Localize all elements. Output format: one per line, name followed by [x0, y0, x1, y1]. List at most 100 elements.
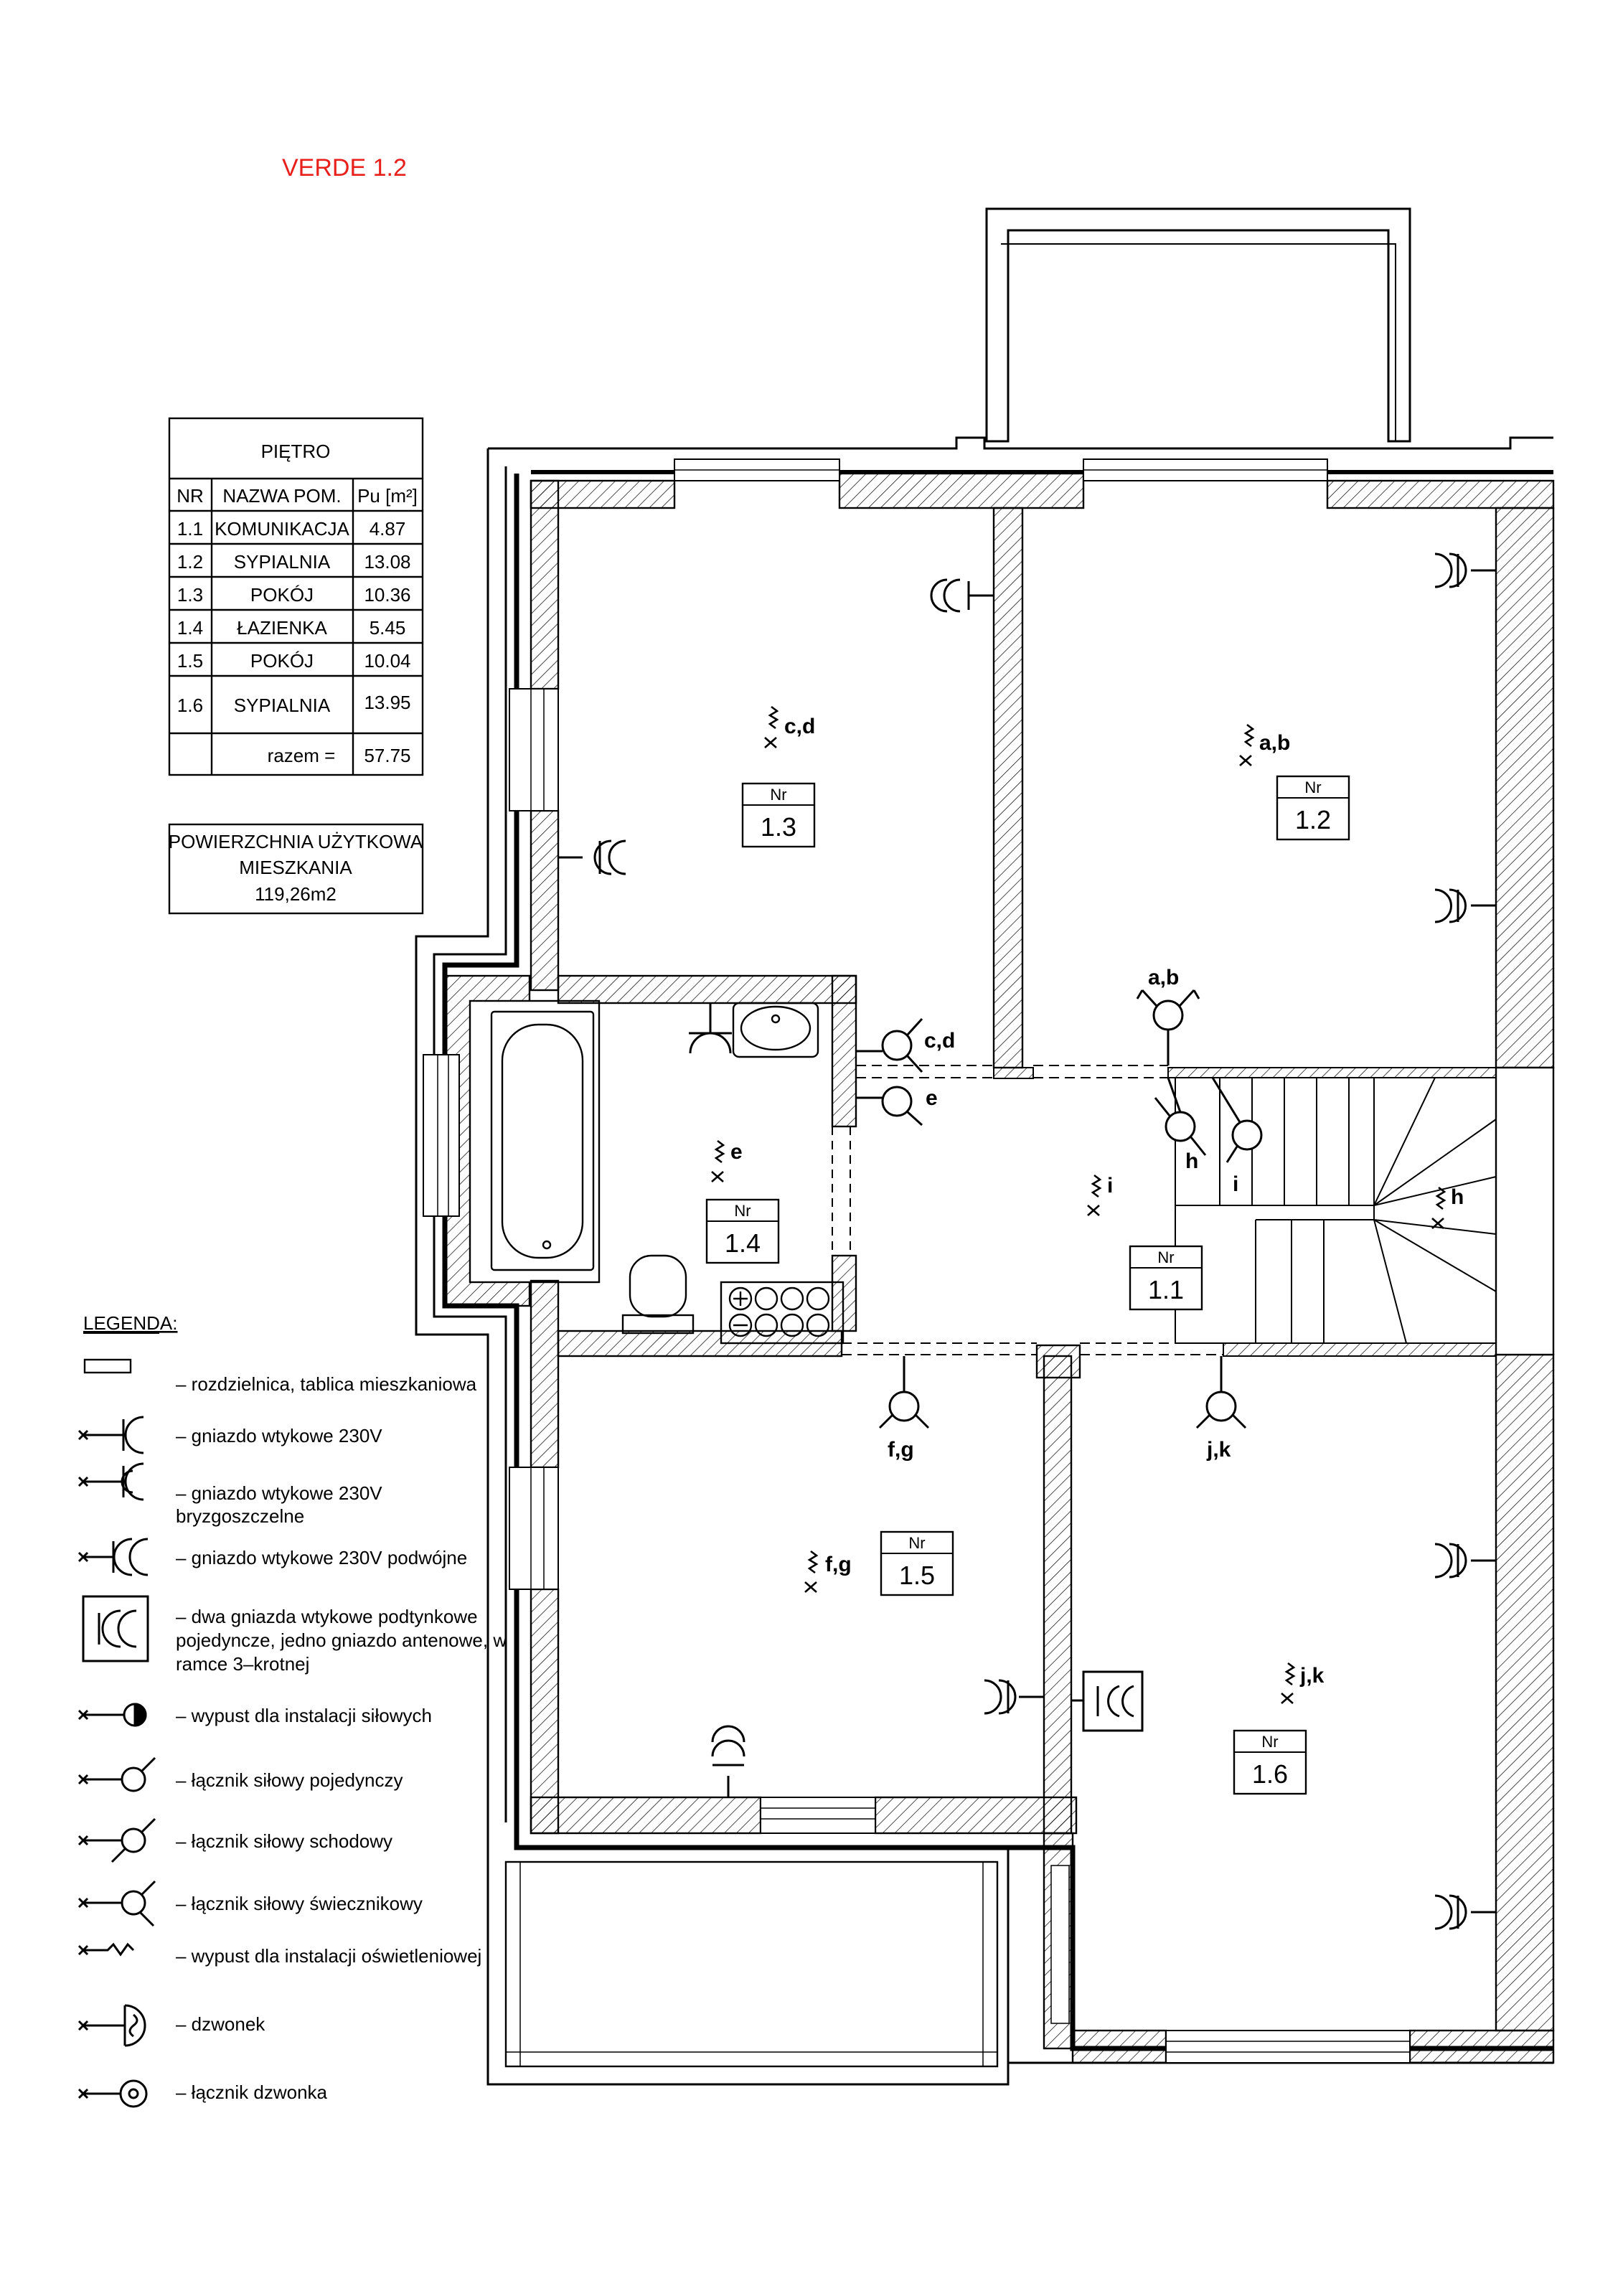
- double-socket-icon: [1434, 888, 1496, 923]
- table-total-label: razem =: [268, 745, 336, 766]
- legend-item-label: bryzgoszczelne: [176, 1505, 304, 1527]
- circuit-label: c,d: [924, 1029, 955, 1053]
- lighting-outlet-icon: [1281, 1662, 1296, 1704]
- double-socket-icon: [77, 1538, 149, 1576]
- room-tag-1.3: Nr 1.3: [741, 782, 816, 848]
- bathtub: [490, 1010, 595, 1271]
- distribution-board-icon: [83, 1358, 132, 1374]
- room-tag-number: 1.6: [1252, 1759, 1288, 1789]
- socket-frame-icon: [1071, 1670, 1144, 1732]
- lighting-outlet-icon: [1239, 723, 1255, 766]
- table-cell-name: POKÓJ: [250, 584, 314, 606]
- circuit-label: i: [1107, 1174, 1113, 1198]
- legend-item-label: – łącznik siłowy świecznikowy: [176, 1893, 423, 1914]
- legend-item-label: – łącznik siłowy pojedynczy: [176, 1769, 403, 1791]
- room-tag-number: 1.1: [1148, 1275, 1184, 1304]
- room-tag-number: 1.4: [725, 1228, 761, 1258]
- room-tag-label: Nr: [770, 786, 786, 804]
- lighting-outlet-icon: [1087, 1174, 1102, 1216]
- legend-title: LEGENDA:: [83, 1312, 178, 1334]
- table-cell-name: ŁAZIENKA: [237, 617, 327, 639]
- circuit-label: f,g: [888, 1438, 914, 1462]
- socket-icon: [77, 1416, 144, 1454]
- double-socket-icon: [930, 578, 994, 613]
- lighting-outlet-icon: [804, 1550, 819, 1593]
- table-cell-area: 13.95: [364, 692, 410, 713]
- room-tag-1.5: Nr 1.5: [880, 1530, 954, 1596]
- table-cell-nr: 1.1: [177, 518, 203, 540]
- chandelier-switch-icon: [1195, 1356, 1247, 1429]
- legend-item-label: – gniazdo wtykowe 230V podwójne: [176, 1547, 467, 1568]
- toilet: [621, 1254, 695, 1335]
- table-cell-nr: 1.6: [177, 695, 203, 716]
- usable-area-value: 119,26m2: [255, 883, 337, 905]
- doorbell-switch-icon: [77, 2079, 148, 2108]
- doorbell-icon: [77, 2004, 146, 2047]
- splashproof-socket-icon: [689, 1003, 732, 1054]
- table-cell-area: 13.08: [364, 551, 410, 573]
- table-cell-area: 5.45: [370, 617, 406, 639]
- distribution-board: [720, 1281, 845, 1345]
- chandelier-switch-icon: [1136, 989, 1200, 1065]
- lighting-outlet-icon: [764, 705, 779, 748]
- room-tag-label: Nr: [734, 1202, 751, 1220]
- lighting-outlet-icon: [77, 1942, 135, 1957]
- table-header-area: Pu [m²]: [357, 485, 418, 507]
- legend-item-label: pojedyncze, jedno gniazdo antenowe, w: [176, 1629, 507, 1651]
- table-cell-nr: 1.2: [177, 551, 203, 573]
- splashproof-socket-icon: [77, 1462, 144, 1501]
- legend-item-label: – dwa gniazda wtykowe podtynkowe: [176, 1606, 478, 1627]
- table-cell-area: 10.04: [364, 650, 410, 672]
- legend-item-label: – łącznik dzwonka: [176, 2081, 328, 2103]
- single-switch-icon: [1211, 1077, 1263, 1163]
- single-switch-icon: [77, 1756, 156, 1792]
- room-tag-1.4: Nr 1.4: [705, 1198, 780, 1264]
- legend-item-label: – wypust dla instalacji oświetleniowej: [176, 1945, 481, 1967]
- table-cell-name: POKÓJ: [250, 650, 314, 672]
- legend-item-label: – rozdzielnica, tablica mieszkaniowa: [176, 1373, 477, 1395]
- circuit-label: f,g: [825, 1553, 852, 1576]
- usable-area-line: POWIERZCHNIA UŻYTKOWA: [169, 831, 423, 852]
- building-walls: [415, 207, 1555, 2086]
- table-cell-nr: 1.3: [177, 584, 203, 606]
- legend-item-label: – wypust dla instalacji siłowych: [176, 1705, 432, 1726]
- double-socket-icon: [1434, 552, 1496, 588]
- circuit-label: h: [1451, 1185, 1464, 1209]
- room-tag-number: 1.5: [899, 1561, 935, 1590]
- double-socket-icon: [1434, 1894, 1496, 1930]
- circuit-label: c,d: [784, 715, 815, 738]
- usable-area-box: [168, 823, 424, 915]
- room-tag-number: 1.3: [761, 812, 796, 842]
- single-switch-icon: [856, 1086, 923, 1126]
- table-cell-area: 4.87: [370, 518, 406, 540]
- table-cell-nr: 1.5: [177, 650, 203, 672]
- circuit-label: j,k: [1206, 1438, 1231, 1462]
- chandelier-switch-icon: [856, 1017, 923, 1073]
- table-cell-name: KOMUNIKACJA: [215, 518, 349, 540]
- table-cell-name: SYPIALNIA: [234, 695, 331, 716]
- room-tag-1.2: Nr 1.2: [1276, 775, 1350, 841]
- table-header-name: NAZWA POM.: [222, 485, 341, 507]
- circuit-label: a,b: [1259, 731, 1290, 755]
- room-tag-1.6: Nr 1.6: [1233, 1729, 1307, 1795]
- circuit-label: e: [730, 1140, 743, 1164]
- staircase: [1175, 1077, 1497, 1344]
- double-socket-icon: [711, 1725, 745, 1797]
- circuit-label: i: [1233, 1172, 1238, 1196]
- power-outlet-icon: [77, 1703, 147, 1727]
- circuit-label: a,b: [1148, 966, 1179, 989]
- double-socket-icon: [984, 1679, 1044, 1715]
- room-tag-label: Nr: [908, 1534, 925, 1552]
- area-table: [168, 417, 424, 776]
- legend-item-label: ramce 3–krotnej: [176, 1653, 309, 1675]
- table-header-nr: NR: [177, 485, 204, 507]
- room-tag-1.1: Nr 1.1: [1129, 1245, 1203, 1311]
- chandelier-switch-icon: [878, 1356, 930, 1429]
- legend-item-label: – gniazdo wtykowe 230V: [176, 1482, 382, 1504]
- legend-item-label: – gniazdo wtykowe 230V: [176, 1425, 382, 1446]
- room-tag-label: Nr: [1157, 1248, 1174, 1266]
- double-socket-icon: [558, 839, 626, 875]
- chandelier-switch-icon: [77, 1880, 156, 1927]
- circuit-label: h: [1185, 1149, 1198, 1173]
